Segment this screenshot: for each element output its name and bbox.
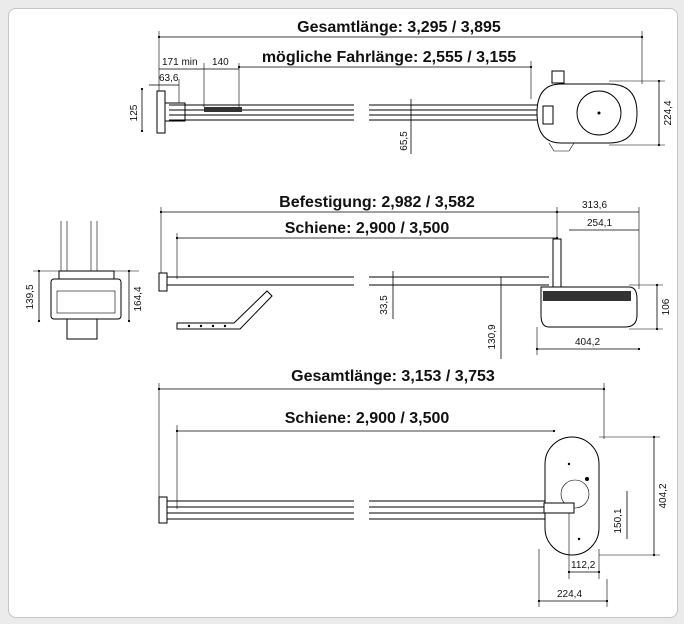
motor-axis-point <box>597 111 601 115</box>
dimension-404-top-label: 404,2 <box>658 483 669 508</box>
top-motor-gear <box>560 479 590 509</box>
dimension-139-label: 139,5 <box>25 284 36 309</box>
side-view: Gesamtlänge: 3,295 / 3,895 mögliche Fahr… <box>129 19 674 154</box>
end-view-top-plate <box>58 270 115 280</box>
dimension-313-label: 313,6 <box>582 200 607 211</box>
dimension-150-label: 150,1 <box>613 508 624 533</box>
top-motor-coupling <box>543 502 575 514</box>
dimension-106-label: 106 <box>661 298 672 315</box>
motor-connector <box>542 105 554 125</box>
top-rail-left-segment <box>167 500 354 520</box>
mid-rail-right-segment <box>369 276 549 286</box>
dimension-65-label: 65,5 <box>399 131 410 151</box>
top-motor-housing <box>544 436 600 556</box>
dimension-33-label: 33,5 <box>379 295 390 315</box>
wall-bracket <box>156 90 166 134</box>
mid-rail-left-segment <box>167 276 354 286</box>
top-rail-right-segment <box>369 500 554 520</box>
support-arm <box>176 290 273 330</box>
technical-drawing: Gesamtlänge: 3,295 / 3,895 mögliche Fahr… <box>25 19 674 607</box>
rail-left-segment <box>169 104 354 121</box>
end-view-inner <box>56 290 116 314</box>
mid-wall-bracket <box>158 272 168 292</box>
dimension-130-label: 130,9 <box>487 324 498 349</box>
dimension-404-mid-label: 404,2 <box>575 337 600 348</box>
dimension-164-label: 164,4 <box>133 286 144 311</box>
dimension-112-label: 112,2 <box>571 560 596 571</box>
dimension-63-label: 63,6 <box>159 73 179 84</box>
carriage <box>204 107 242 112</box>
dimension-224-side-label: 224,4 <box>663 100 674 125</box>
motor-top-tab <box>551 70 565 84</box>
travel-length-label: mögliche Fahrlänge: 2,555 / 3,155 <box>262 49 516 66</box>
top-total-length-label: Gesamtlänge: 3,153 / 3,753 <box>291 368 495 385</box>
total-length-label: Gesamtlänge: 3,295 / 3,895 <box>297 19 501 36</box>
top-rail-label: Schiene: 2,900 / 3,500 <box>285 410 450 427</box>
end-view-hangers <box>60 221 98 271</box>
dimension-254-label: 254,1 <box>587 218 612 229</box>
rail-right-segment <box>369 104 539 121</box>
dimension-140-label: 140 <box>212 57 229 68</box>
mid-motor-bracket <box>552 238 562 290</box>
mid-rail-label: Schiene: 2,900 / 3,500 <box>285 220 450 237</box>
dimension-125-label: 125 <box>129 104 140 121</box>
top-view: Gesamtlänge: 3,153 / 3,753 Schiene: 2,90… <box>157 368 669 607</box>
mounting-label: Befestigung: 2,982 / 3,582 <box>279 194 475 211</box>
dimension-224-top-label: 224,4 <box>557 589 582 600</box>
mid-view: Befestigung: 2,982 / 3,582 Schiene: 2,90… <box>158 194 672 359</box>
mid-motor-band <box>543 291 631 301</box>
drawing-frame: Gesamtlänge: 3,295 / 3,895 mögliche Fahr… <box>8 8 678 618</box>
end-view: 139,5 164,4 <box>25 221 144 340</box>
top-wall-bracket <box>158 496 168 524</box>
bracket-clamp <box>164 102 186 122</box>
end-view-bracket <box>66 318 98 340</box>
dimension-171-label: 171 min <box>162 57 198 68</box>
motor-mount <box>548 142 575 152</box>
